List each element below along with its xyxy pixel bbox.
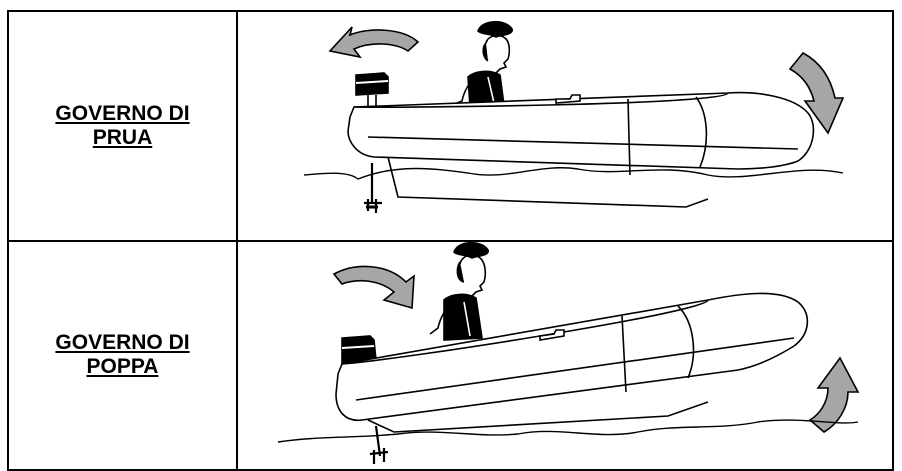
water-line-icon — [278, 420, 858, 442]
label-stern-trim: GOVERNO DI POPPA — [55, 331, 189, 379]
row-bow-trim: GOVERNO DI PRUA — [8, 11, 893, 241]
person-icon — [430, 243, 488, 340]
inflatable-boat-bow-up-icon — [238, 13, 894, 239]
inflatable-boat-bow-down-icon — [238, 242, 894, 468]
label-bow-trim: GOVERNO DI PRUA — [55, 102, 189, 150]
label-cell-bow: GOVERNO DI PRUA — [8, 11, 237, 241]
label-stern-line1: GOVERNO DI — [55, 331, 189, 354]
label-cell-stern: GOVERNO DI POPPA — [8, 241, 237, 471]
label-stern-line2: POPPA — [87, 355, 159, 378]
rotate-left-arrow-icon — [330, 27, 418, 57]
illustration-cell-bow — [237, 11, 893, 241]
label-bow-line1: GOVERNO DI — [55, 102, 189, 125]
trim-table: GOVERNO DI PRUA — [7, 10, 894, 471]
label-bow-line2: PRUA — [93, 126, 153, 149]
person-icon — [452, 21, 512, 106]
illustration-cell-stern — [237, 241, 893, 471]
water-line-icon — [304, 168, 843, 179]
rotate-right-arrow-icon — [334, 267, 414, 309]
boat-hull-icon — [336, 294, 807, 433]
row-stern-trim: GOVERNO DI POPPA — [8, 241, 893, 471]
boat-hull-icon — [348, 92, 813, 206]
